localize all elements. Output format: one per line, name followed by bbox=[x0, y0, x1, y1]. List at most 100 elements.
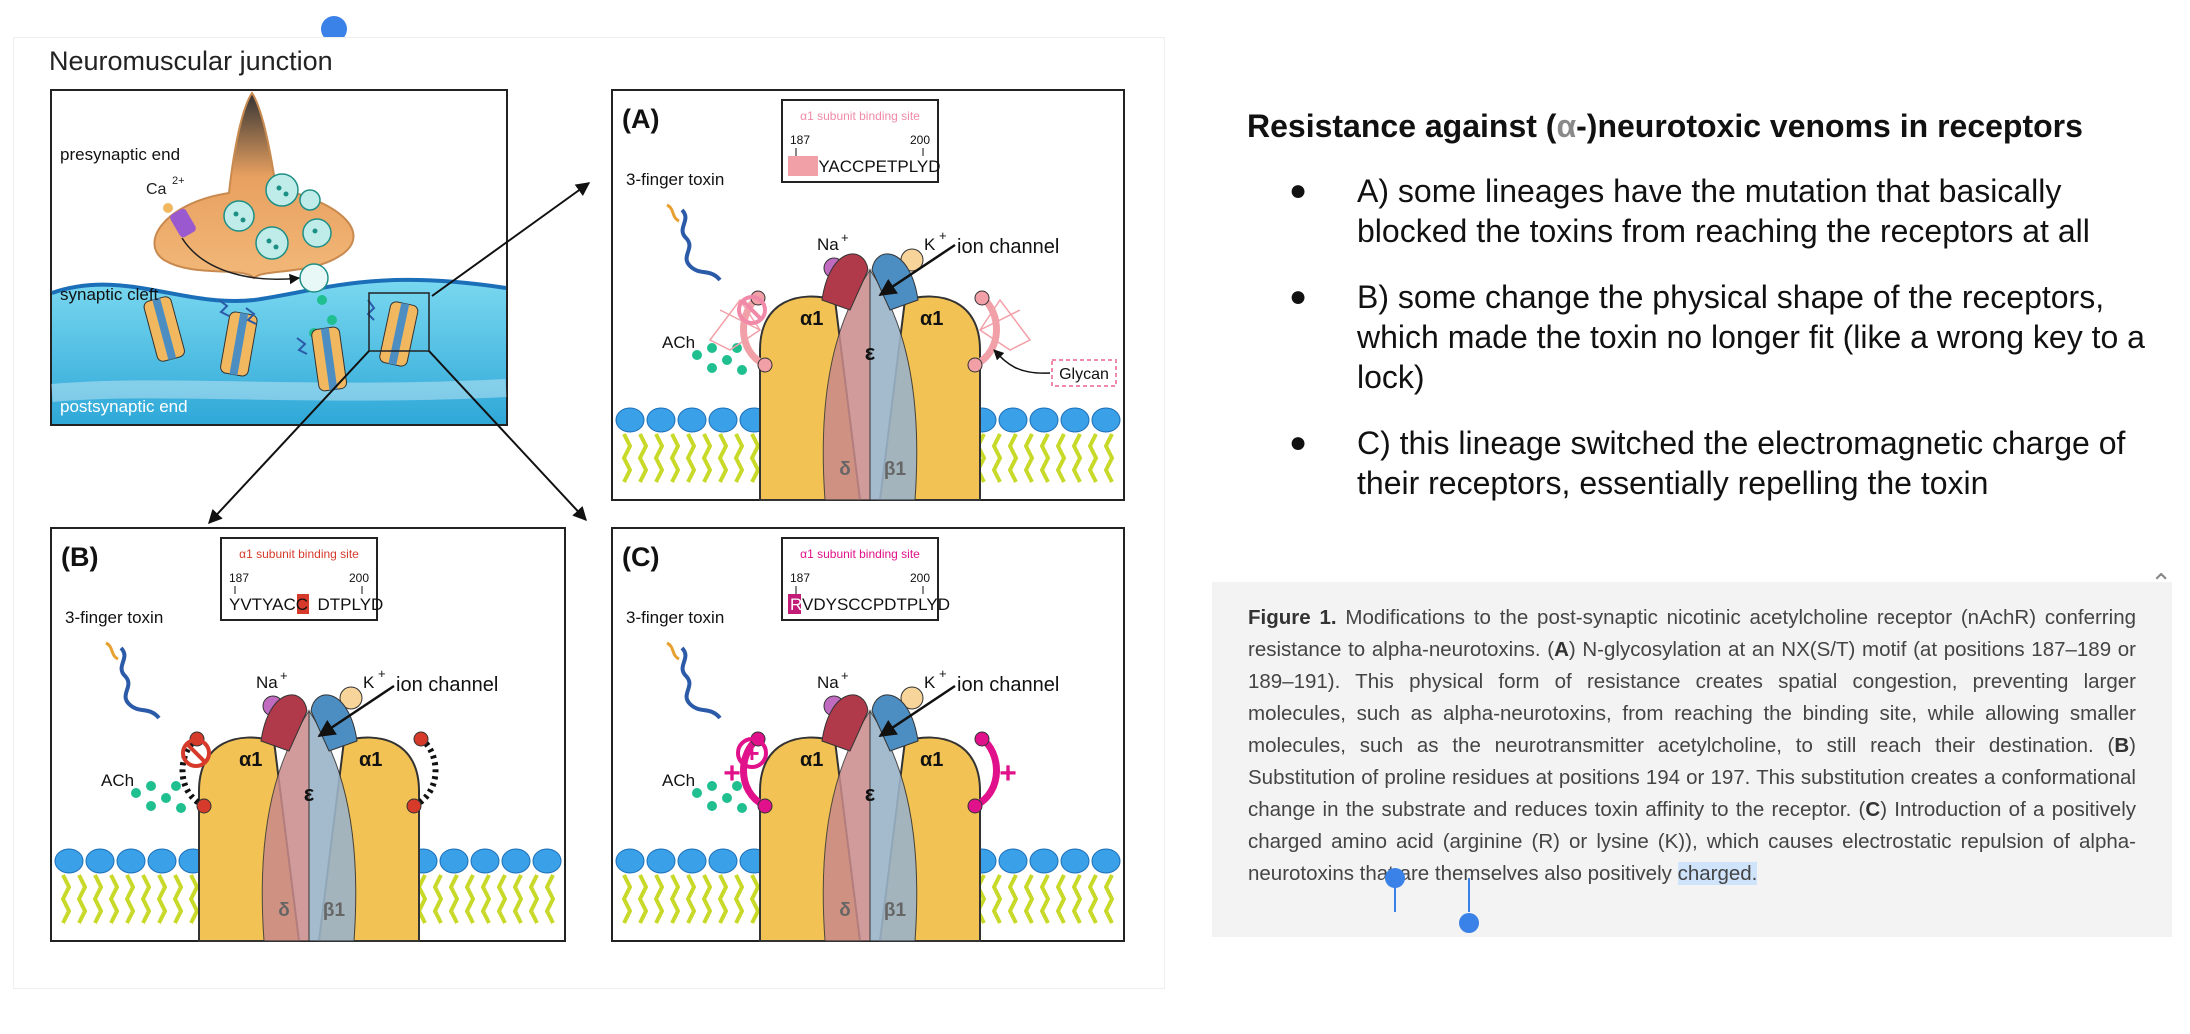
membrane-head bbox=[1029, 848, 1059, 874]
delta-label: δ bbox=[839, 459, 851, 480]
membrane-tail bbox=[717, 874, 729, 924]
na-label: Na bbox=[256, 673, 278, 692]
nmj-panel: Ca 2+ presynaptic end synaptic cleft pos… bbox=[50, 89, 508, 426]
loop-end bbox=[757, 798, 773, 814]
alpha1-label-right: α1 bbox=[920, 308, 943, 330]
ach-dot bbox=[707, 363, 717, 373]
selection-end-handle[interactable] bbox=[1459, 913, 1479, 933]
na-label: Na bbox=[817, 673, 839, 692]
binding-site-title: α1 subunit binding site bbox=[800, 547, 920, 561]
membrane-tail bbox=[1007, 874, 1019, 924]
bullet-list: ● A) some lineages have the mutation that… bbox=[1247, 171, 2147, 503]
membrane-tail bbox=[991, 874, 1003, 924]
membrane-head bbox=[1060, 848, 1090, 874]
highlight-r bbox=[788, 594, 801, 614]
sequence-part: VDYSCCPDTPLYD bbox=[802, 595, 950, 614]
membrane-head bbox=[116, 848, 146, 874]
block-icon bbox=[181, 738, 211, 768]
membrane-head bbox=[1060, 407, 1090, 433]
ion-channel-label: ion channel bbox=[396, 674, 498, 696]
ach-label: ACh bbox=[662, 771, 695, 790]
membrane-head bbox=[615, 848, 645, 874]
block-icon bbox=[185, 742, 207, 764]
pos-end: 200 bbox=[910, 133, 930, 147]
membrane-tail bbox=[528, 874, 540, 924]
ach-dot bbox=[146, 781, 156, 791]
membrane-tail bbox=[464, 874, 476, 924]
k-plus: + bbox=[939, 666, 947, 681]
glycan-arrow bbox=[993, 349, 1051, 374]
membrane-head bbox=[646, 848, 676, 874]
epsilon-label: ε bbox=[865, 340, 876, 365]
beta1-label: β1 bbox=[323, 900, 346, 921]
glycan-label: Glycan bbox=[1059, 366, 1109, 383]
bullet-dot: ● bbox=[1289, 174, 1308, 207]
beta1-subunit bbox=[869, 268, 918, 501]
loop-charge-right: + bbox=[999, 757, 1017, 790]
k-ion bbox=[900, 686, 924, 710]
loop-end bbox=[974, 290, 990, 306]
membrane-tail bbox=[637, 874, 649, 924]
caption-text: ) Substitution of proline residues at po… bbox=[1248, 734, 2136, 821]
membrane-tail bbox=[685, 874, 697, 924]
ach-dot bbox=[692, 350, 702, 360]
sequence: YVTYACCLDTPLYD bbox=[229, 595, 383, 614]
membrane-tail bbox=[1039, 433, 1051, 483]
epsilon-label: ε bbox=[865, 781, 876, 806]
ach-dot bbox=[176, 803, 186, 813]
delta-subunit bbox=[261, 709, 310, 942]
membrane-tail bbox=[496, 874, 508, 924]
ach-dot bbox=[146, 801, 156, 811]
beta1-label: β1 bbox=[884, 900, 907, 921]
membrane-tail bbox=[991, 433, 1003, 483]
ion-channel-arrow bbox=[878, 684, 956, 738]
sequence-part: DTPLYD bbox=[318, 595, 384, 614]
figure-caption[interactable]: Figure 1. Modifications to the post-syna… bbox=[1248, 602, 2136, 890]
pos-start: 187 bbox=[790, 571, 810, 585]
membrane-head bbox=[85, 848, 115, 874]
ach-label: ACh bbox=[101, 771, 134, 790]
toxin-label: 3-finger toxin bbox=[65, 608, 163, 627]
membrane-tail bbox=[432, 874, 444, 924]
k-label: K bbox=[363, 673, 375, 692]
na-plus: + bbox=[841, 668, 849, 683]
caption-ref-a: A bbox=[1554, 638, 1569, 661]
membrane-tail bbox=[1039, 874, 1051, 924]
ach-dot bbox=[707, 343, 717, 353]
selected-text[interactable]: charged. bbox=[1677, 862, 1758, 885]
membrane-tail bbox=[733, 874, 745, 924]
alpha1-label-left: α1 bbox=[239, 749, 262, 771]
alpha1-label-right: α1 bbox=[920, 749, 943, 771]
membrane-head bbox=[501, 848, 531, 874]
glycan-box bbox=[1051, 359, 1117, 387]
pos-end: 200 bbox=[910, 571, 930, 585]
binding-site-title: α1 subunit binding site bbox=[239, 547, 359, 561]
pos-start: 187 bbox=[229, 571, 249, 585]
k-plus: + bbox=[378, 666, 386, 681]
k-label: K bbox=[924, 235, 936, 254]
collapse-icon[interactable]: ⌃ bbox=[2150, 568, 2172, 598]
ion-channel-arrow bbox=[878, 243, 956, 297]
membrane-head bbox=[677, 407, 707, 433]
membrane-tail bbox=[653, 874, 665, 924]
membrane-tail bbox=[512, 874, 524, 924]
selection-top-handle[interactable] bbox=[321, 16, 347, 42]
sequence-part: YVTYACC bbox=[229, 595, 308, 614]
toxin-label: 3-finger toxin bbox=[626, 170, 724, 189]
figure-caption-box[interactable]: ⌃ Figure 1. Modifications to the post-sy… bbox=[1212, 568, 2172, 937]
postsynaptic-label: postsynaptic end bbox=[60, 397, 188, 416]
k-ion bbox=[339, 686, 363, 710]
membrane-tail bbox=[653, 433, 665, 483]
membrane-tail bbox=[1071, 433, 1083, 483]
membrane-tail bbox=[1023, 874, 1035, 924]
binding-site-title: α1 subunit binding site bbox=[800, 109, 920, 123]
k-plus: + bbox=[939, 228, 947, 243]
bullet-c: ●C) this lineage switched the electromag… bbox=[1247, 423, 2147, 503]
panel-letter: (B) bbox=[61, 542, 98, 572]
toxin-glyph bbox=[666, 641, 680, 661]
bullet-text: A) some lineages have the mutation that … bbox=[1357, 173, 2090, 249]
membrane-tail bbox=[76, 874, 88, 924]
ach-label: ACh bbox=[662, 333, 695, 352]
receptor-panel-a: (A)α1 subunit binding site187200NISYACCP… bbox=[611, 89, 1125, 501]
